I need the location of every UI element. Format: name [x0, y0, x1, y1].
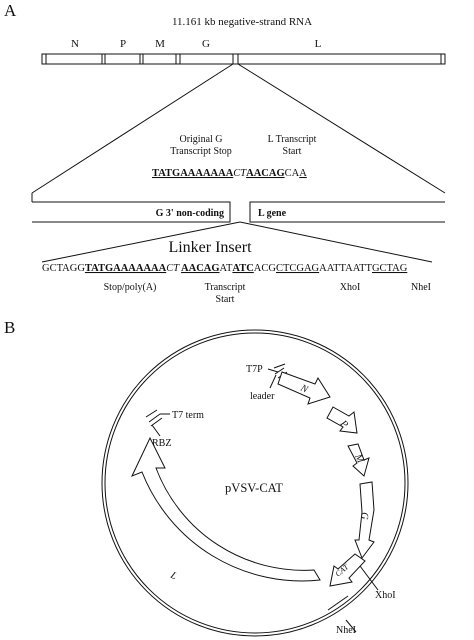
- panel-b-letter: B: [4, 318, 15, 337]
- label-transcript-start-2: Start: [216, 294, 235, 305]
- t7-terminator-marker: [145, 409, 170, 437]
- region-g-noncoding: G 3' non-coding: [156, 208, 224, 219]
- gene-arrow-g-label: G: [358, 512, 370, 520]
- plasmid-name: pVSV-CAT: [225, 481, 283, 495]
- label-nhei-linker: NheI: [411, 282, 431, 293]
- gene-arrow-l: [131, 436, 321, 582]
- gene-arrow-cat: [329, 553, 366, 587]
- region-l-gene: L gene: [258, 208, 287, 219]
- gene-label-n: N: [71, 38, 79, 50]
- label-nhei: NheI: [336, 625, 356, 636]
- gene-label-l: L: [315, 38, 322, 50]
- junction-sequence: TATGAAAAAAACTAACAGCAA: [152, 168, 307, 179]
- label-t7-term: T7 term: [172, 410, 204, 421]
- callout-left-line1: Original G: [179, 134, 222, 145]
- label-leader: leader: [250, 391, 275, 402]
- linker-zoom-left: [41, 221, 241, 263]
- genome-bar: [41, 53, 446, 65]
- gene-label-p: P: [120, 38, 126, 50]
- label-t7p: T7P: [246, 364, 263, 375]
- linker-zoom-right: [239, 221, 433, 263]
- zoom-line-left: [31, 63, 234, 194]
- nhei-site-tick: [345, 619, 357, 633]
- label-transcript-start-1: Transcript: [205, 282, 246, 293]
- linker-insert-title: Linker Insert: [168, 239, 252, 256]
- callout-right-line2: Start: [283, 146, 302, 157]
- gene-label-m: M: [155, 38, 165, 50]
- label-xhoi-linker: XhoI: [340, 282, 361, 293]
- gene-label-g: G: [202, 38, 210, 50]
- zoom-line-right: [237, 63, 446, 194]
- gene-arrow-p: [326, 406, 358, 434]
- label-rbz: RBZ: [152, 438, 171, 449]
- gene-arrow-n: [277, 371, 331, 405]
- callout-left-line2: Transcript Stop: [170, 146, 232, 157]
- plasmid-circle: [101, 329, 409, 637]
- genome-title: 11.161 kb negative-strand RNA: [172, 16, 312, 28]
- xhoi-site-mark: [359, 565, 379, 591]
- label-xhoi: XhoI: [375, 590, 396, 601]
- callout-right-line1: L Transcript: [268, 134, 317, 145]
- gene-arrow-g: [354, 481, 375, 560]
- gene-arrow-m: [347, 443, 370, 477]
- nhei-site-mark: [327, 595, 349, 611]
- region-bars: [31, 193, 445, 223]
- panel-a-letter: A: [4, 1, 17, 20]
- gene-arrow-l-label: L: [168, 569, 179, 582]
- label-stop-polya: Stop/poly(A): [104, 282, 157, 293]
